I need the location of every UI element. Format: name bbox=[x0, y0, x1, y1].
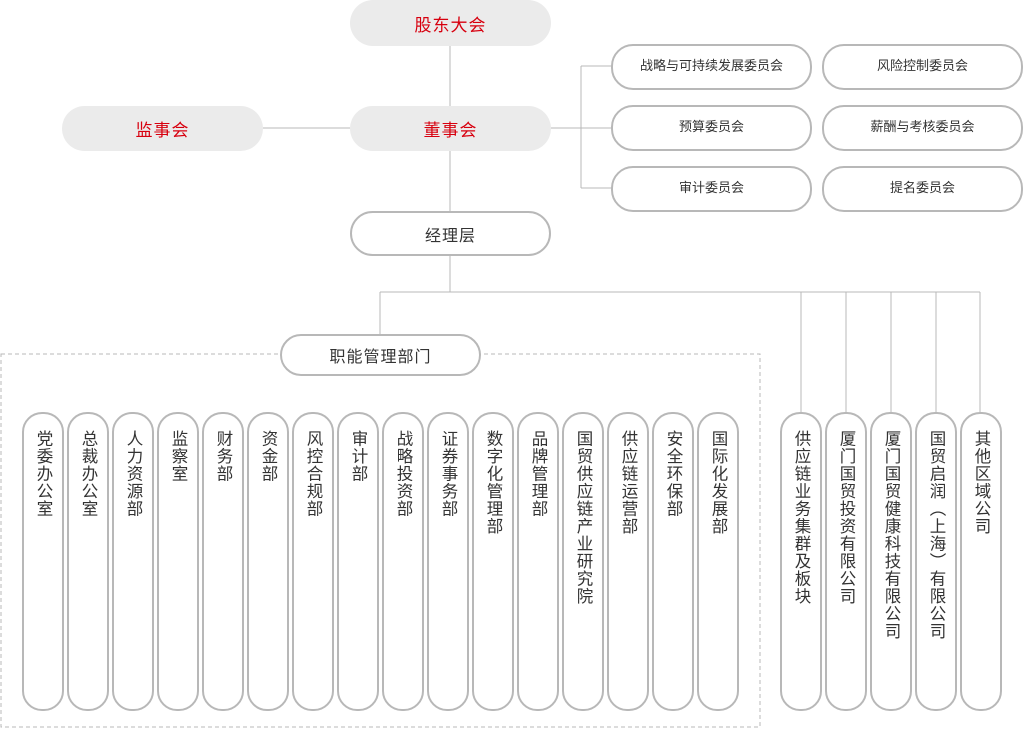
department-column: 审计部 bbox=[337, 412, 379, 711]
board-label: 董事会 bbox=[423, 121, 478, 141]
committee-strategy: 战略与可持续发展委员会 bbox=[611, 44, 812, 90]
subsidiary-label: 厦门国贸健康科技有限公司 bbox=[882, 430, 901, 640]
department-label: 战略投资部 bbox=[394, 430, 413, 518]
department-label: 数字化管理部 bbox=[484, 430, 503, 535]
department-label: 风控合规部 bbox=[304, 430, 323, 518]
committee-nomination: 提名委员会 bbox=[822, 166, 1023, 212]
department-column: 资金部 bbox=[247, 412, 289, 711]
committee-label: 战略与可持续发展委员会 bbox=[639, 59, 783, 74]
department-column: 财务部 bbox=[202, 412, 244, 711]
department-column: 供应链运营部 bbox=[607, 412, 649, 711]
board-node: 董事会 bbox=[350, 106, 551, 151]
subsidiary-column: 厦门国贸投资有限公司 bbox=[825, 412, 867, 711]
committee-label: 预算委员会 bbox=[678, 120, 744, 135]
committee-label: 薪酬与考核委员会 bbox=[870, 120, 975, 135]
department-column: 人力资源部 bbox=[112, 412, 154, 711]
department-label: 国际化发展部 bbox=[709, 430, 728, 535]
department-label: 安全环保部 bbox=[664, 430, 683, 518]
department-column: 国贸供应链产业研究院 bbox=[562, 412, 604, 711]
department-column: 战略投资部 bbox=[382, 412, 424, 711]
subsidiary-column: 厦门国贸健康科技有限公司 bbox=[870, 412, 912, 711]
shareholders-node: 股东大会 bbox=[350, 0, 551, 46]
committee-audit: 审计委员会 bbox=[611, 166, 812, 212]
department-label: 监察室 bbox=[169, 430, 188, 483]
functional-title-node: 职能管理部门 bbox=[280, 334, 481, 376]
committee-label: 提名委员会 bbox=[889, 181, 955, 196]
subsidiary-label: 厦门国贸投资有限公司 bbox=[837, 430, 856, 605]
committee-budget: 预算委员会 bbox=[611, 105, 812, 151]
department-label: 人力资源部 bbox=[124, 430, 143, 518]
subsidiary-label: 其他区域公司 bbox=[972, 430, 991, 535]
department-column: 监察室 bbox=[157, 412, 199, 711]
department-column: 党委办公室 bbox=[22, 412, 64, 711]
department-label: 党委办公室 bbox=[34, 430, 53, 518]
department-column: 风控合规部 bbox=[292, 412, 334, 711]
department-column: 国际化发展部 bbox=[697, 412, 739, 711]
management-node: 经理层 bbox=[350, 211, 551, 256]
subsidiary-label: 供应链业务集群及板块 bbox=[792, 430, 811, 605]
committee-label: 风险控制委员会 bbox=[876, 59, 968, 74]
department-label: 供应链运营部 bbox=[619, 430, 638, 535]
department-label: 财务部 bbox=[214, 430, 233, 483]
committee-label: 审计委员会 bbox=[678, 181, 744, 196]
department-label: 总裁办公室 bbox=[79, 430, 98, 518]
committee-risk: 风险控制委员会 bbox=[822, 44, 1023, 90]
department-label: 国贸供应链产业研究院 bbox=[574, 430, 593, 605]
subsidiary-column: 其他区域公司 bbox=[960, 412, 1002, 711]
supervisors-node: 监事会 bbox=[62, 106, 263, 151]
department-column: 品牌管理部 bbox=[517, 412, 559, 711]
functional-title-label: 职能管理部门 bbox=[329, 347, 432, 366]
department-label: 资金部 bbox=[259, 430, 278, 483]
subsidiary-column: 供应链业务集群及板块 bbox=[780, 412, 822, 711]
shareholders-label: 股东大会 bbox=[414, 15, 487, 36]
subsidiary-label: 国贸启润（上海）有限公司 bbox=[927, 430, 946, 640]
department-label: 证券事务部 bbox=[439, 430, 458, 518]
department-label: 审计部 bbox=[349, 430, 368, 483]
department-column: 数字化管理部 bbox=[472, 412, 514, 711]
department-column: 证券事务部 bbox=[427, 412, 469, 711]
department-column: 总裁办公室 bbox=[67, 412, 109, 711]
department-label: 品牌管理部 bbox=[529, 430, 548, 518]
supervisors-label: 监事会 bbox=[135, 121, 190, 141]
subsidiary-column: 国贸启润（上海）有限公司 bbox=[915, 412, 957, 711]
management-label: 经理层 bbox=[424, 225, 476, 245]
committee-compensation: 薪酬与考核委员会 bbox=[822, 105, 1023, 151]
department-column: 安全环保部 bbox=[652, 412, 694, 711]
